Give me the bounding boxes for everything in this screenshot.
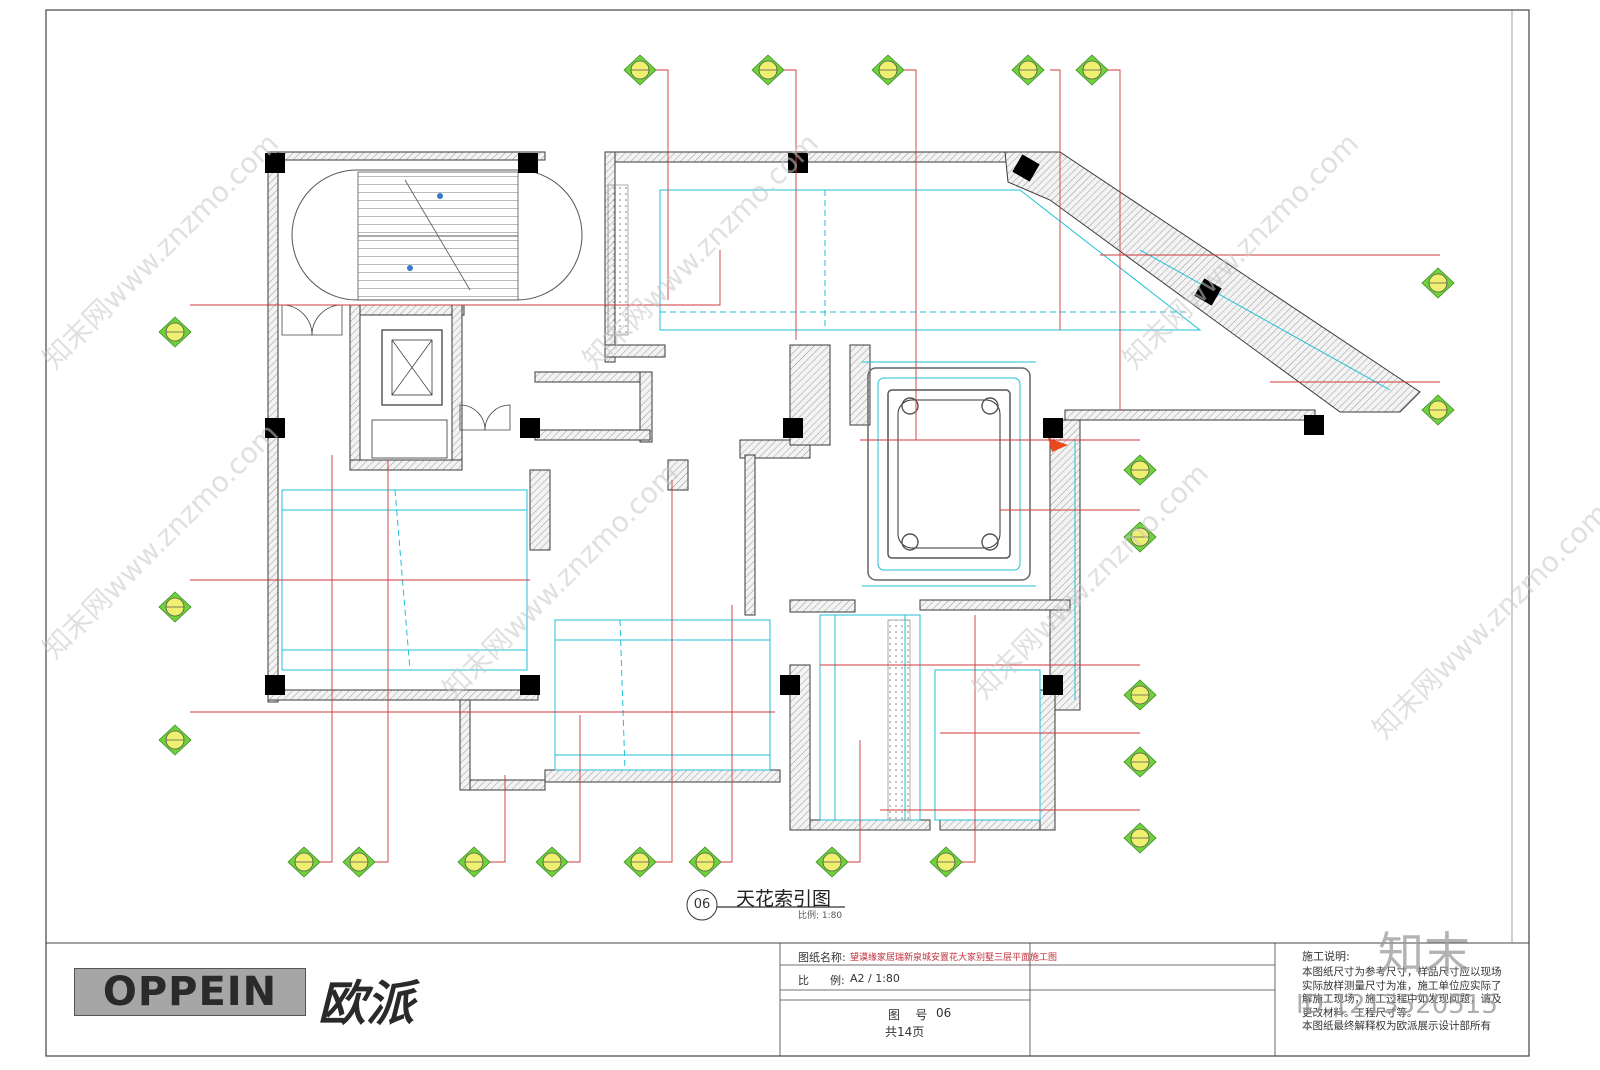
- ceiling-index-marker-icon: [871, 54, 905, 86]
- oppein-logo: OPPEIN: [74, 968, 306, 1016]
- note-line: 更改材料。工程尺寸等。: [1302, 1006, 1418, 1019]
- ceiling-index-marker-icon: [457, 846, 491, 878]
- doors: [281, 304, 511, 431]
- ceiling-index-marker-icon: [287, 846, 321, 878]
- ceiling-index-marker-icon: [1123, 454, 1157, 486]
- index-markers: [158, 54, 1455, 878]
- ceiling-index-marker-icon: [688, 846, 722, 878]
- drawing-scale-caption: 比例: 1:80: [798, 911, 843, 921]
- ceiling-index-marker-icon: [623, 846, 657, 878]
- drawing-name-value: 望谟缘家居瑞新泉城安置花大家别墅三层平面施工图: [850, 953, 1058, 963]
- ornamental-ceiling: [862, 361, 1036, 587]
- ceiling-index-marker-icon: [1123, 822, 1157, 854]
- ceiling-index-marker-icon: [158, 316, 192, 348]
- ceiling-index-marker-icon: [623, 54, 657, 86]
- columns: [265, 153, 1324, 695]
- total-pages: 共14页: [885, 1025, 925, 1039]
- ceiling-index-marker-icon: [1421, 267, 1455, 299]
- drawing-title: 天花索引图: [736, 888, 832, 910]
- ceiling-index-marker-icon: [1075, 54, 1109, 86]
- sheet-border: [45, 9, 1530, 1057]
- ceiling-index-marker-icon: [158, 724, 192, 756]
- drawing-name-label: 图纸名称:: [798, 951, 846, 964]
- ceiling-index-marker-icon: [342, 846, 376, 878]
- construction-notes: 本图纸尺寸为参考尺寸，样品尺寸应以现场 实际放样测量尺寸为准，施工单位应实际了 …: [1302, 966, 1502, 1034]
- logo-en-text: OPPEIN: [102, 969, 278, 1015]
- ceiling-index-marker-icon: [751, 54, 785, 86]
- ceiling-index-marker-icon: [815, 846, 849, 878]
- ceiling-index-marker-icon: [535, 846, 569, 878]
- notes-heading: 施工说明:: [1302, 950, 1350, 963]
- ceiling-index-marker-icon: [929, 846, 963, 878]
- note-line: 实际放样测量尺寸为准，施工单位应实际了: [1302, 979, 1502, 992]
- ceiling-index-marker-icon: [1421, 394, 1455, 426]
- elevator: [371, 329, 448, 459]
- logo-cn-text: 欧派: [318, 976, 415, 1032]
- ceiling-index-marker-icon: [1123, 746, 1157, 778]
- drawing-number-circle: [686, 889, 718, 921]
- watermark-id: ID:1213520515: [1296, 990, 1498, 1020]
- sheet-no-value: 06: [936, 1006, 952, 1020]
- scale-label: 比 例:: [798, 974, 845, 987]
- light-strips: [607, 184, 911, 821]
- sheet-no-label: 图 号: [888, 1008, 928, 1022]
- staircase: [291, 169, 583, 301]
- note-line: 本图纸尺寸为参考尺寸，样品尺寸应以现场: [1302, 966, 1502, 978]
- note-line: 本图纸最终解释权为欧派展示设计部所有: [1302, 1020, 1491, 1032]
- drawing-number: 06: [693, 897, 711, 912]
- ceiling-index-marker-icon: [1123, 679, 1157, 711]
- scale-value: A2 / 1:80: [850, 972, 900, 985]
- ceiling-lines: [281, 189, 1391, 821]
- watermark-corner: 知末: [1378, 927, 1470, 981]
- note-line: 解施工现场，施工过程中如发现问题，请及: [1302, 993, 1502, 1005]
- ceiling-index-marker-icon: [158, 591, 192, 623]
- ceiling-index-marker-icon: [1123, 521, 1157, 553]
- ceiling-index-marker-icon: [1011, 54, 1045, 86]
- leader-lines: [190, 69, 1440, 863]
- title-block-grid: [779, 943, 1276, 1056]
